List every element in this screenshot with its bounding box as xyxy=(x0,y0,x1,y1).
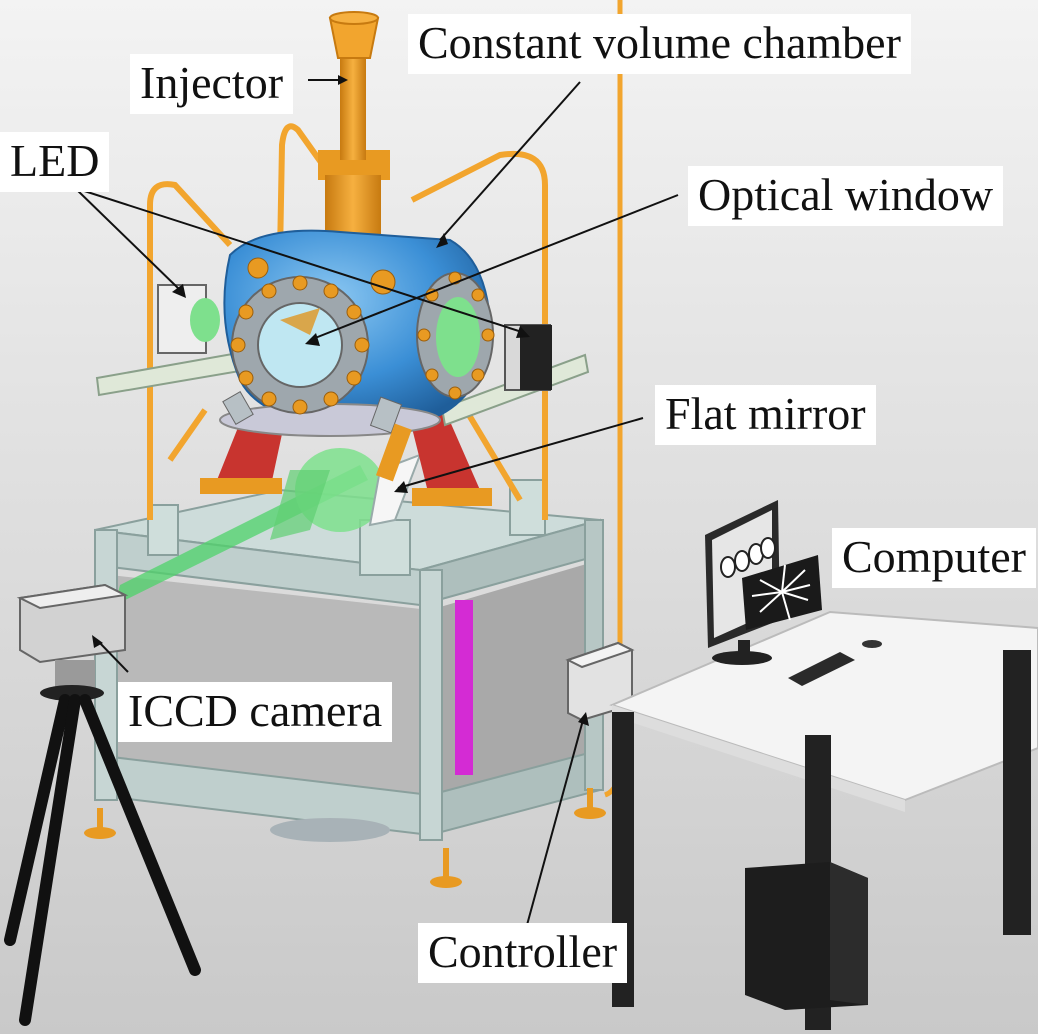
label-constant-volume-chamber: Constant volume chamber xyxy=(408,14,911,74)
tripod xyxy=(4,694,201,1026)
laser-beam xyxy=(115,448,385,605)
arrowheads xyxy=(92,75,589,726)
injector xyxy=(318,11,390,245)
label-computer: Computer xyxy=(832,528,1036,588)
label-injector: Injector xyxy=(130,54,294,114)
label-iccd-camera: ICCD camera xyxy=(118,682,393,742)
label-led: LED xyxy=(0,132,110,192)
leader-lines xyxy=(74,79,679,926)
label-flat-mirror: Flat mirror xyxy=(655,385,876,445)
label-controller: Controller xyxy=(418,923,628,983)
label-optical-window: Optical window xyxy=(688,166,1004,226)
controller-box xyxy=(565,641,635,722)
computer xyxy=(705,500,882,1010)
